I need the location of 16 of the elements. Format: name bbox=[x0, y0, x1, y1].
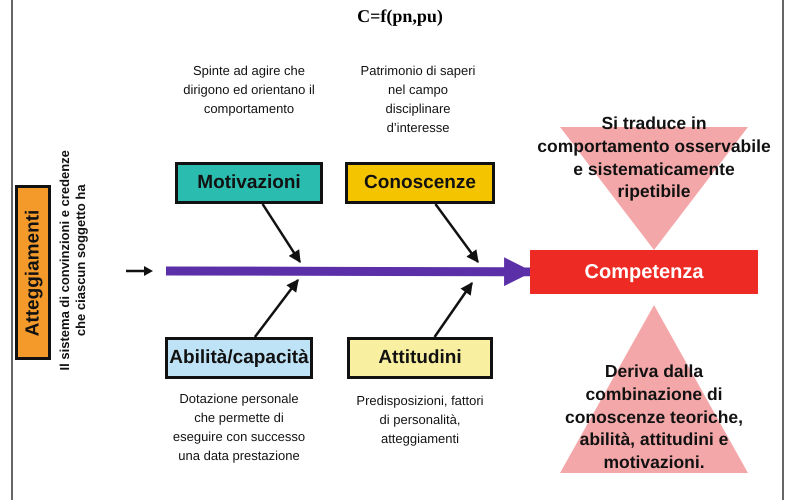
label-box: Motivazioni bbox=[175, 162, 323, 204]
arrow bbox=[254, 279, 299, 338]
result-box: Competenza bbox=[530, 250, 758, 294]
arrow bbox=[262, 203, 302, 264]
description-text: Spinte ad agire che dirigono ed orientano il comportamento bbox=[182, 62, 316, 118]
formula-title: C=f(pn,pu) bbox=[356, 6, 444, 27]
arrow bbox=[434, 282, 474, 338]
description-text: Patrimonio di saperi nel campo disciplinare d’interesse bbox=[360, 62, 476, 137]
label-box: Attitudini bbox=[347, 337, 493, 379]
description-text: Il sistema di convinzioni e credenze che ciascun soggetto ha bbox=[56, 148, 89, 372]
arrow bbox=[434, 203, 479, 263]
label-box: Conoscenze bbox=[345, 162, 495, 204]
label-box: Atteggiamenti bbox=[15, 185, 51, 360]
label-box: Abilità/capacità bbox=[165, 337, 313, 379]
description-text: Dotazione personale che permette di eseguire con successo una data prestazione bbox=[172, 390, 306, 465]
description-text: Predisposizioni, fattori di personalità, atteggiamenti bbox=[355, 392, 485, 448]
